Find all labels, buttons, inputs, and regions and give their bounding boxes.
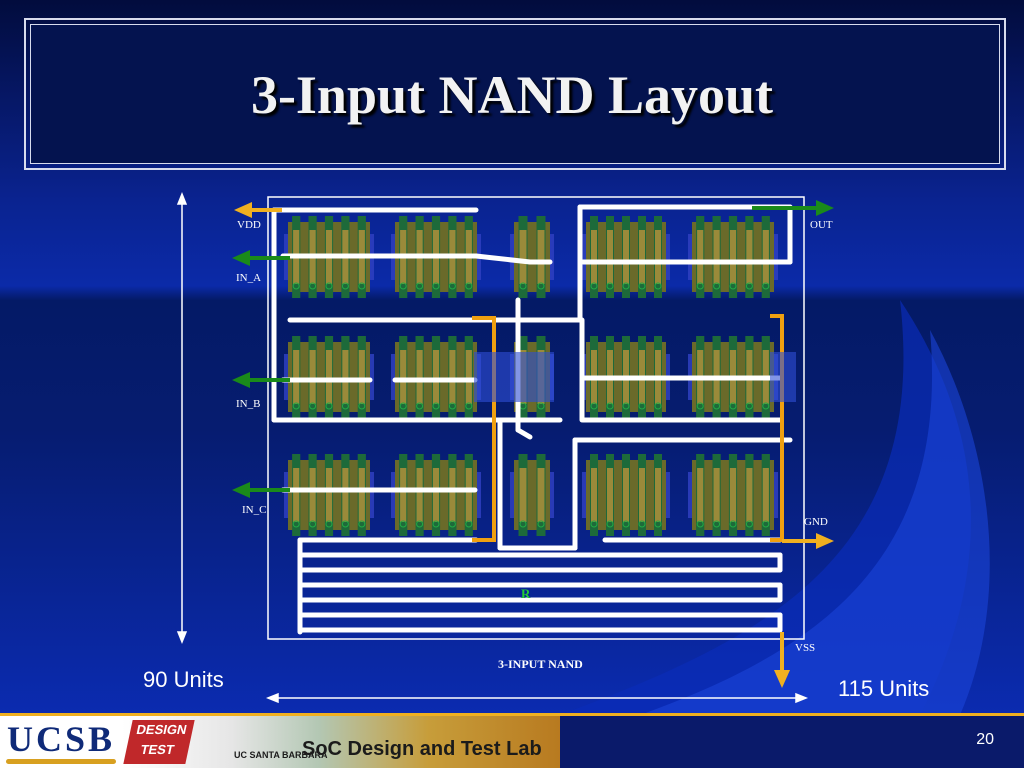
height-units-label: 90 Units [143, 667, 224, 692]
width-units-label: 115 Units [838, 676, 930, 701]
banner-university: UC SANTA BARBARA [234, 750, 328, 760]
vss-arrow [774, 632, 790, 688]
out-arrow [752, 200, 834, 216]
orange-wires [472, 314, 784, 542]
page-number: 20 [976, 731, 994, 748]
metal-wires [271, 204, 793, 635]
height-dimension-arrow [176, 191, 188, 645]
in-a-arrow [232, 250, 290, 266]
gnd-label: GND [804, 516, 828, 528]
transistor-block [688, 454, 778, 536]
design-test-chip-logo: DESIGN TEST [123, 720, 195, 764]
transistor-block [510, 216, 554, 298]
lab-banner: DESIGN TEST UC SANTA BARBARA SoC Design … [122, 716, 560, 768]
transistor-block [688, 216, 778, 298]
ucsb-logo: UCSB [0, 716, 122, 768]
transistor-block [391, 336, 481, 418]
transistor-block [582, 216, 670, 298]
title-frame [24, 18, 1006, 170]
footer-divider [0, 713, 1024, 716]
gnd-arrow [782, 533, 834, 549]
in-b-arrow [232, 372, 290, 388]
transistor-block [582, 454, 670, 536]
poly-overlay [770, 352, 796, 402]
cell-boundary [267, 196, 805, 640]
vdd-arrow [234, 202, 282, 218]
in-b-label: IN_B [236, 398, 261, 410]
vdd-label: VDD [237, 219, 261, 231]
transistor-block [284, 454, 374, 536]
transistor-block [284, 336, 374, 418]
nand-layout-drawing [176, 191, 834, 704]
resistor-label: R [521, 586, 531, 601]
transistor-block [391, 454, 481, 536]
poly-overlay [474, 352, 554, 402]
layout-caption: 3-INPUT NAND [498, 657, 583, 671]
width-dimension-arrow [265, 692, 809, 704]
vss-label: VSS [795, 642, 816, 654]
in-a-label: IN_A [236, 272, 262, 284]
in-c-label: IN_C [242, 504, 267, 516]
in-c-arrow [232, 482, 290, 498]
lab-name: SoC Design and Test Lab [302, 738, 542, 760]
swoosh-decoration [560, 300, 990, 715]
out-label: OUT [810, 219, 833, 231]
slide-title: 3-Input NAND Layout [250, 65, 774, 125]
transistor-block [510, 454, 554, 536]
